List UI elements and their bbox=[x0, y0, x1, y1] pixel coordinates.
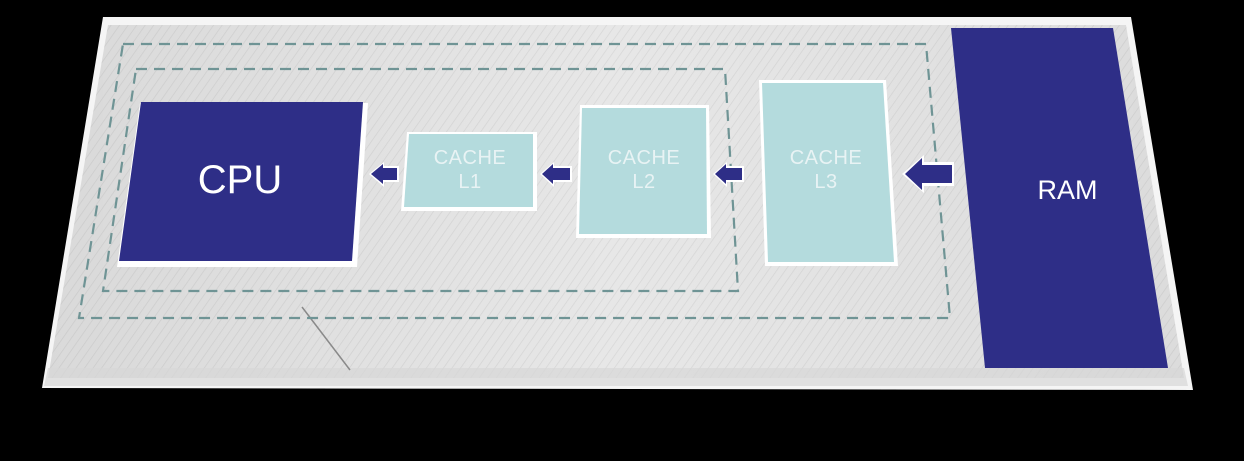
inner-dashed-boundary bbox=[101, 67, 740, 293]
cache-l2-box bbox=[579, 108, 707, 234]
arrow-l3-to-l2 bbox=[713, 162, 744, 187]
ram-box bbox=[951, 28, 1168, 368]
arrow-l2-to-l1 bbox=[540, 162, 572, 187]
cache-l3-box bbox=[762, 83, 894, 262]
arrow-ram-to-l3 bbox=[902, 155, 954, 193]
outer-dashed-boundary bbox=[77, 42, 952, 320]
arrow-l1-to-cpu bbox=[369, 162, 399, 187]
slide-bottom-edge bbox=[44, 368, 1188, 386]
cpu-box bbox=[119, 102, 363, 261]
cache-l1-box bbox=[404, 134, 533, 207]
